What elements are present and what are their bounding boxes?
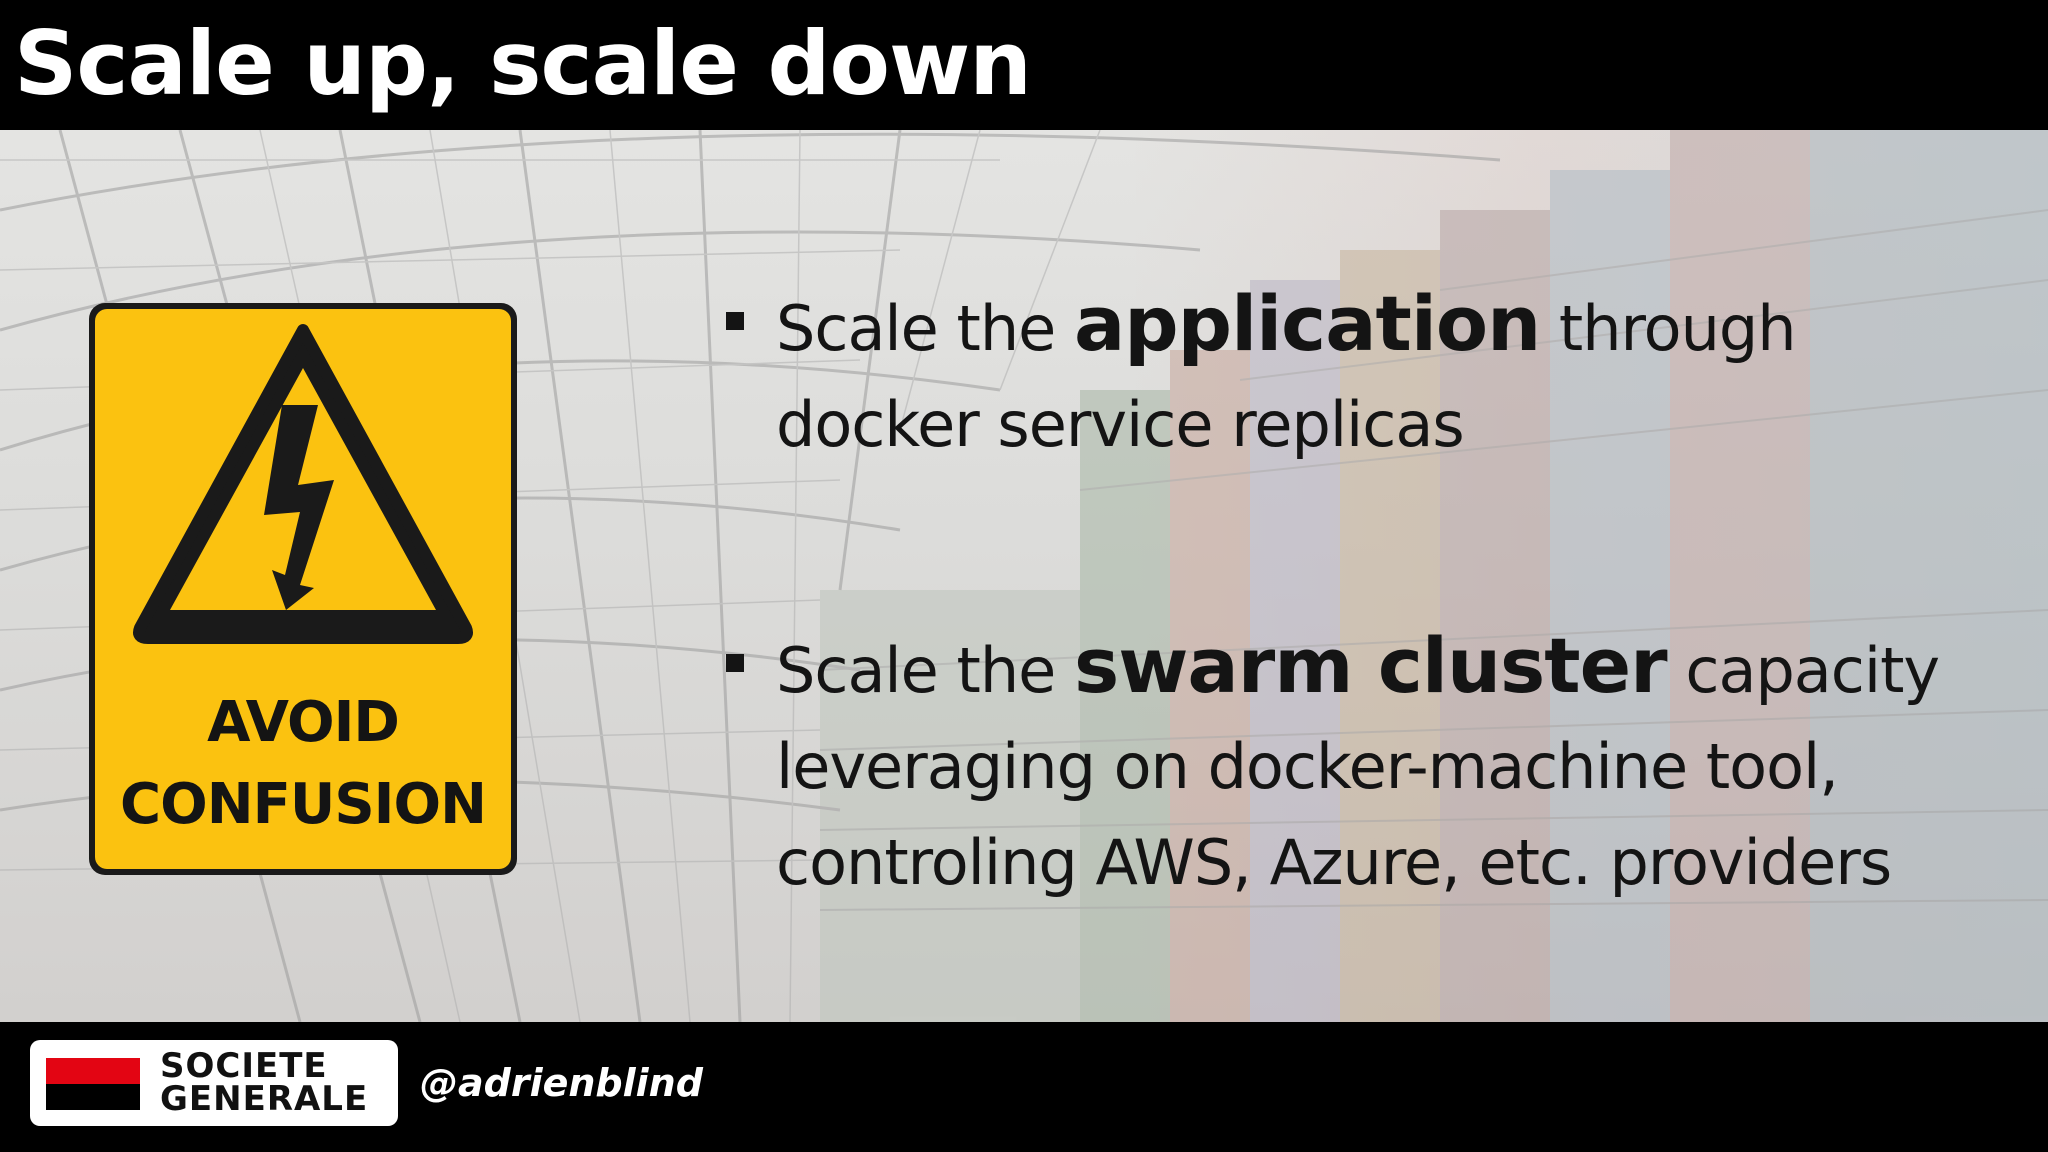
sign-label-line2: CONFUSION bbox=[120, 772, 487, 837]
societe-generale-logo: SOCIETE GENERALE bbox=[30, 1040, 398, 1126]
warning-sign bbox=[89, 303, 517, 875]
logo-text-line2: GENERALE bbox=[160, 1079, 369, 1119]
bullet-text: Scale the swarm cluster capacity leverag… bbox=[776, 618, 2006, 911]
bullet-text-after: capacity leveraging on docker-machine to… bbox=[776, 634, 1940, 899]
sign-label-line1: AVOID bbox=[207, 690, 400, 755]
logo-text: SOCIETE GENERALE bbox=[160, 1046, 369, 1119]
bullet-text: Scale the application through docker ser… bbox=[776, 276, 1956, 473]
slide-title: Scale up, scale down bbox=[14, 12, 1032, 115]
bullet-text-before: Scale the bbox=[776, 292, 1074, 365]
bullet-item: Scale the application through docker ser… bbox=[726, 276, 1956, 473]
background-photo bbox=[0, 130, 2048, 1022]
bullet-text-strong: swarm cluster bbox=[1073, 621, 1668, 710]
sign-label: AVOID CONFUSION bbox=[86, 682, 520, 846]
logo-black-block bbox=[46, 1084, 140, 1110]
bullet-item: Scale the swarm cluster capacity leverag… bbox=[726, 618, 2006, 911]
bullet-text-after: through docker service replicas bbox=[776, 292, 1797, 461]
bullet-marker bbox=[726, 654, 744, 672]
title-bar: Scale up, scale down bbox=[0, 0, 2048, 130]
twitter-handle: @adrienblind bbox=[420, 1061, 703, 1105]
bullet-text-strong: application bbox=[1073, 279, 1541, 368]
bullet-marker bbox=[726, 312, 744, 330]
logo-red-block bbox=[46, 1058, 140, 1084]
logo-text-line1: SOCIETE bbox=[160, 1046, 328, 1086]
slide-content bbox=[0, 130, 2048, 1022]
footer-bar: SOCIETE GENERALE @adrienblind bbox=[0, 1022, 2048, 1152]
electric-hazard-icon bbox=[133, 324, 473, 644]
bullet-text-before: Scale the bbox=[776, 634, 1074, 707]
